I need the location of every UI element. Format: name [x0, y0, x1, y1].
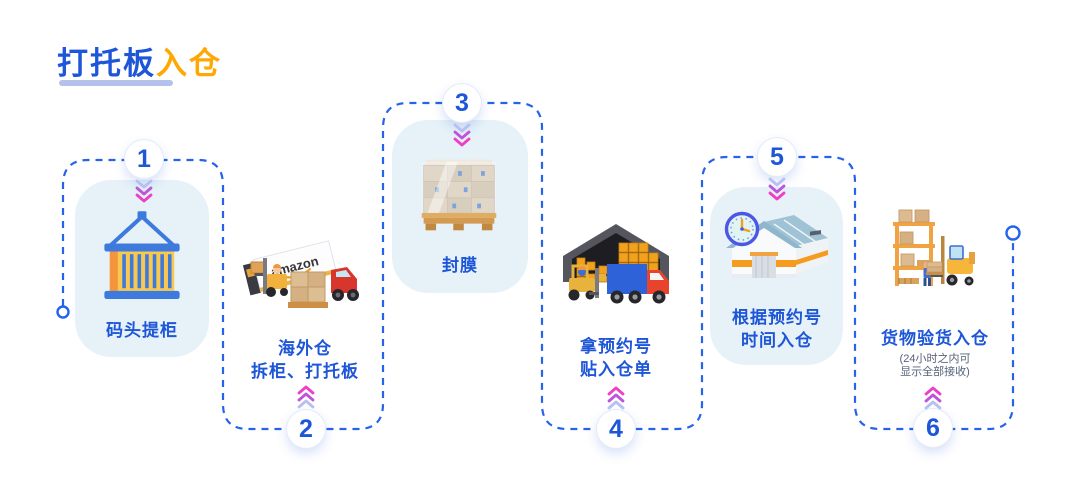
flow-end-dot [1005, 225, 1021, 241]
flow-start-dot [56, 305, 70, 319]
step-4-number: 4 [597, 410, 635, 448]
step-6-note: (24小时之内可 显示全部接收) [900, 353, 971, 379]
step-4-label-line2: 贴入仓单 [580, 360, 652, 379]
step-6-label: 货物验货入仓 [881, 329, 989, 348]
step-5-label-line1: 根据预约号 [732, 308, 822, 327]
step-6-note-line1: (24小时之内可 [899, 353, 971, 365]
page-title-part2: 入仓 [156, 46, 222, 81]
chevron-down-icon [135, 179, 153, 203]
chevron-down-icon [453, 123, 471, 147]
step-2-label-line1: 海外仓 [278, 339, 332, 358]
step-3-label: 封膜 [442, 256, 478, 275]
step-1-number: 1 [125, 140, 163, 178]
page-title: 打托板入仓 [57, 38, 222, 83]
chevron-up-icon [607, 386, 625, 410]
title-underline [59, 80, 173, 86]
step-3-number: 3 [443, 84, 481, 122]
step-1-label: 码头提柜 [106, 321, 178, 340]
step-4-label-line1: 拿预约号 [580, 337, 652, 356]
step-2-label-line2: 拆柜、打托板 [251, 362, 359, 381]
step-5-label: 根据预约号 时间入仓 [732, 306, 822, 352]
step-4-label: 拿预约号 贴入仓单 [580, 335, 652, 381]
step-6-number: 6 [914, 409, 952, 447]
chevron-up-icon [297, 385, 315, 409]
chevron-down-icon [768, 177, 786, 201]
rack-inspection-forklift-icon [893, 209, 975, 286]
step-5-number: 5 [758, 138, 796, 176]
container-crane-icon [104, 211, 180, 299]
step-2-label: 海外仓 拆柜、打托板 [251, 337, 359, 383]
warehouse-clock-icon [724, 211, 828, 278]
page-title-part1: 打托板 [57, 46, 156, 81]
amazon-truck-unloading-icon: amazon [243, 240, 359, 308]
flow-dashed-line [61, 101, 1015, 431]
chevron-up-icon [924, 386, 942, 410]
step-5-label-line2: 时间入仓 [741, 331, 813, 350]
step-2-number: 2 [287, 410, 325, 448]
warehouse-truck-icon [563, 224, 669, 304]
step-6-note-line2: 显示全部接收) [900, 366, 970, 378]
wrapped-pallet-icon [421, 159, 497, 231]
